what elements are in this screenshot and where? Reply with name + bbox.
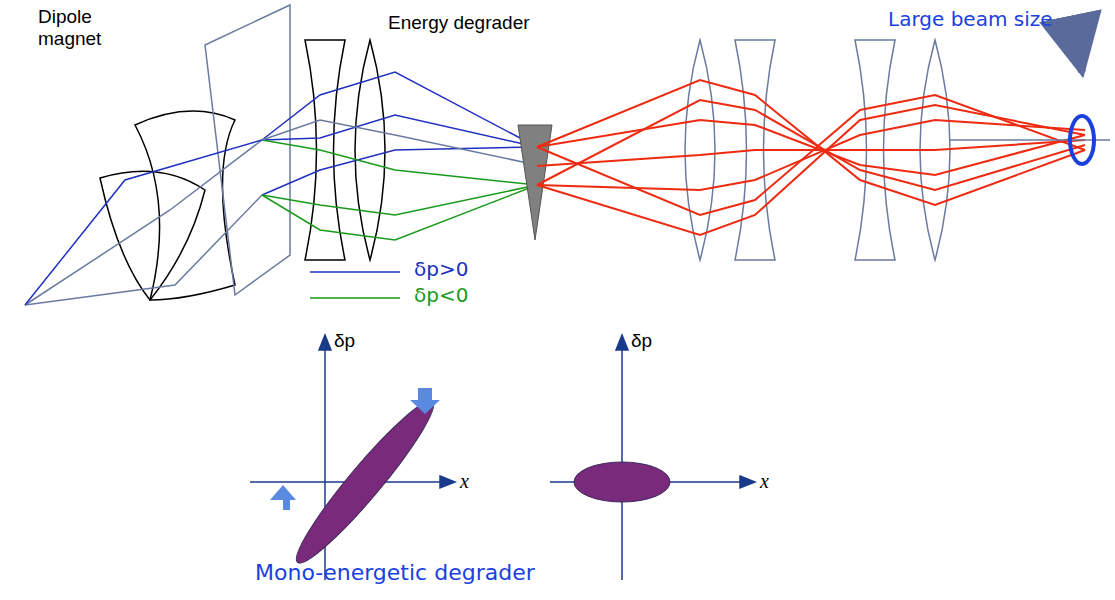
caption-label: Mono-energetic degrader bbox=[255, 560, 535, 585]
axis-label: x bbox=[460, 470, 469, 493]
legend-text: δp<0 bbox=[414, 284, 468, 307]
magnet-label: Dipole magnet bbox=[38, 6, 118, 50]
legend-text: δp>0 bbox=[414, 258, 468, 281]
degrader-label: Energy degrader bbox=[388, 12, 530, 34]
axis-label: x bbox=[760, 470, 769, 493]
axis-label: δp bbox=[631, 330, 652, 352]
axis-label: δp bbox=[334, 330, 355, 352]
beam-size-label: Large beam size bbox=[888, 8, 1053, 31]
